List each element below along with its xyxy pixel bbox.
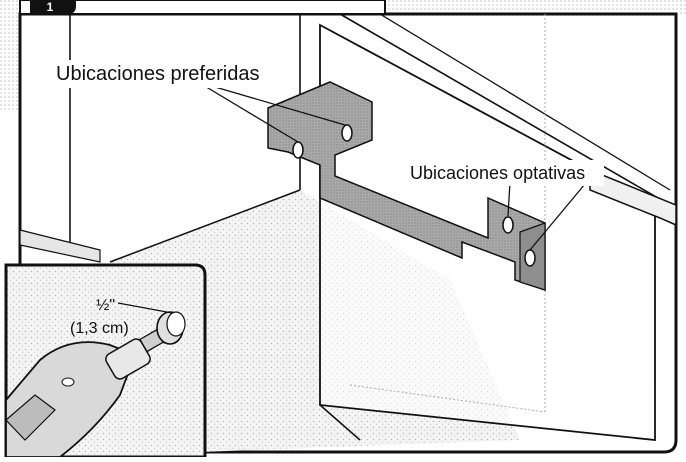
size-metric-label: (1,3 cm) [70, 320, 129, 337]
header-band-right [385, 0, 686, 14]
cabinet-side-panel [19, 229, 101, 263]
dishwasher-top-edge [339, 13, 671, 206]
preferred-hole-right [341, 124, 353, 142]
optional-leader-line-2 [529, 177, 591, 251]
optional-label-bg [408, 160, 604, 186]
dishwasher-bottom-edge [319, 404, 361, 441]
drill-illustration [5, 327, 167, 458]
size-leader-line [117, 302, 173, 314]
size-imperial-label: ½" [96, 297, 115, 314]
dishwasher-inner-bottom [349, 384, 546, 413]
optional-hole-left [502, 216, 514, 234]
step-badge: 1 [19, 0, 386, 15]
figure-frame [18, 12, 678, 454]
step-number: 1 [47, 0, 54, 14]
optional-hole-right [524, 249, 536, 267]
preferred-hole-left [292, 141, 304, 159]
header-band-left [0, 0, 20, 110]
optional-leader-line [507, 181, 511, 217]
preferred-leader-line [197, 81, 299, 143]
drill-inset: ½" (1,3 cm) [4, 263, 207, 459]
floor-back-edge [109, 189, 301, 263]
preferred-leader-line-2 [197, 81, 346, 126]
dishwasher-top-edge-2 [379, 13, 671, 191]
hole-saw-icon [156, 311, 186, 345]
optional-locations-label: Ubicaciones optativas [410, 163, 585, 183]
preferred-locations-label: Ubicaciones preferidas [56, 63, 259, 85]
preferred-label-bg [54, 60, 286, 88]
countertop-edge [589, 168, 676, 227]
